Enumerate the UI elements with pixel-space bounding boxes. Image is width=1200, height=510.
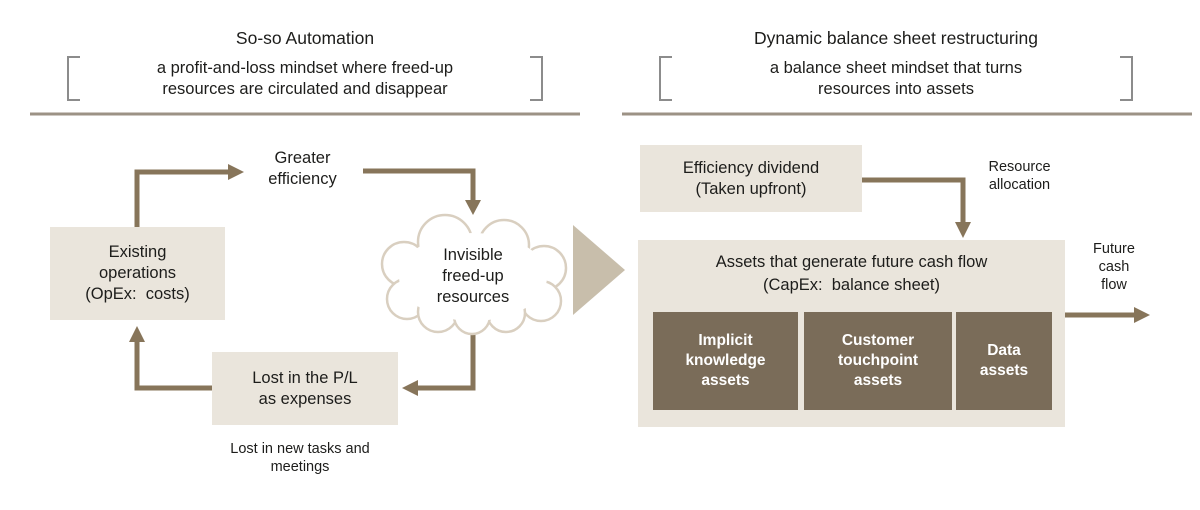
right-arrows	[862, 177, 1134, 318]
existing-operations-box: Existing operations (OpEx: costs)	[50, 227, 225, 320]
left-panel-title: So-so Automation	[235, 28, 375, 48]
right-panel-open-bracket	[659, 56, 672, 101]
arrowhead-resource-allocation	[955, 222, 971, 238]
invisible-resources-label: Invisible freed-up resources	[436, 246, 510, 306]
right-panel-close-bracket	[1120, 56, 1133, 101]
left-panel-open-bracket	[67, 56, 80, 101]
arrow-left-up-to-operations	[134, 342, 212, 391]
arrowhead-to-lost	[402, 380, 418, 396]
right-panel-title: Dynamic balance sheet restructuring	[753, 28, 1039, 48]
greater-efficiency-label: Greater efficiency	[268, 149, 337, 188]
resource-allocation-label: Resource allocation	[988, 159, 1051, 194]
cloud-inner-fill	[399, 233, 547, 321]
future-cash-flow-label: Future cash flow	[1093, 241, 1135, 294]
arrow-down-left-to-lost	[418, 330, 476, 391]
assets-container-box: Assets that generate future cash flow (C…	[638, 240, 1065, 427]
lost-note-label: Lost in new tasks and meetings	[230, 441, 370, 476]
cycle-arrows	[134, 168, 476, 391]
assets-box-title: Assets that generate future cash flow (C…	[715, 253, 988, 294]
lost-in-pl-box: Lost in the P/L as expenses	[212, 352, 398, 425]
transition-triangle	[573, 225, 625, 315]
arrowhead-future-cash-flow	[1134, 307, 1150, 323]
customer-touchpoint-assets-box: Customer touchpoint assets	[804, 312, 952, 410]
implicit-knowledge-assets-box: Implicit knowledge assets	[653, 312, 798, 410]
left-panel-subtitle: a profit-and-loss mindset where freed-up…	[156, 59, 454, 98]
arrow-right-down-to-cloud	[363, 168, 476, 200]
arrowhead-to-efficiency	[228, 164, 244, 180]
data-assets-box: Data assets	[956, 312, 1052, 410]
right-panel-subtitle: a balance sheet mindset that turns resou…	[769, 59, 1023, 98]
arrowhead-to-cloud	[465, 200, 481, 215]
arrowhead-to-operations	[129, 326, 145, 342]
arrow-resource-allocation	[862, 177, 966, 222]
left-panel-close-bracket	[530, 56, 543, 101]
efficiency-dividend-box: Efficiency dividend (Taken upfront)	[640, 145, 862, 212]
arrow-up-right-to-efficiency	[134, 169, 228, 227]
